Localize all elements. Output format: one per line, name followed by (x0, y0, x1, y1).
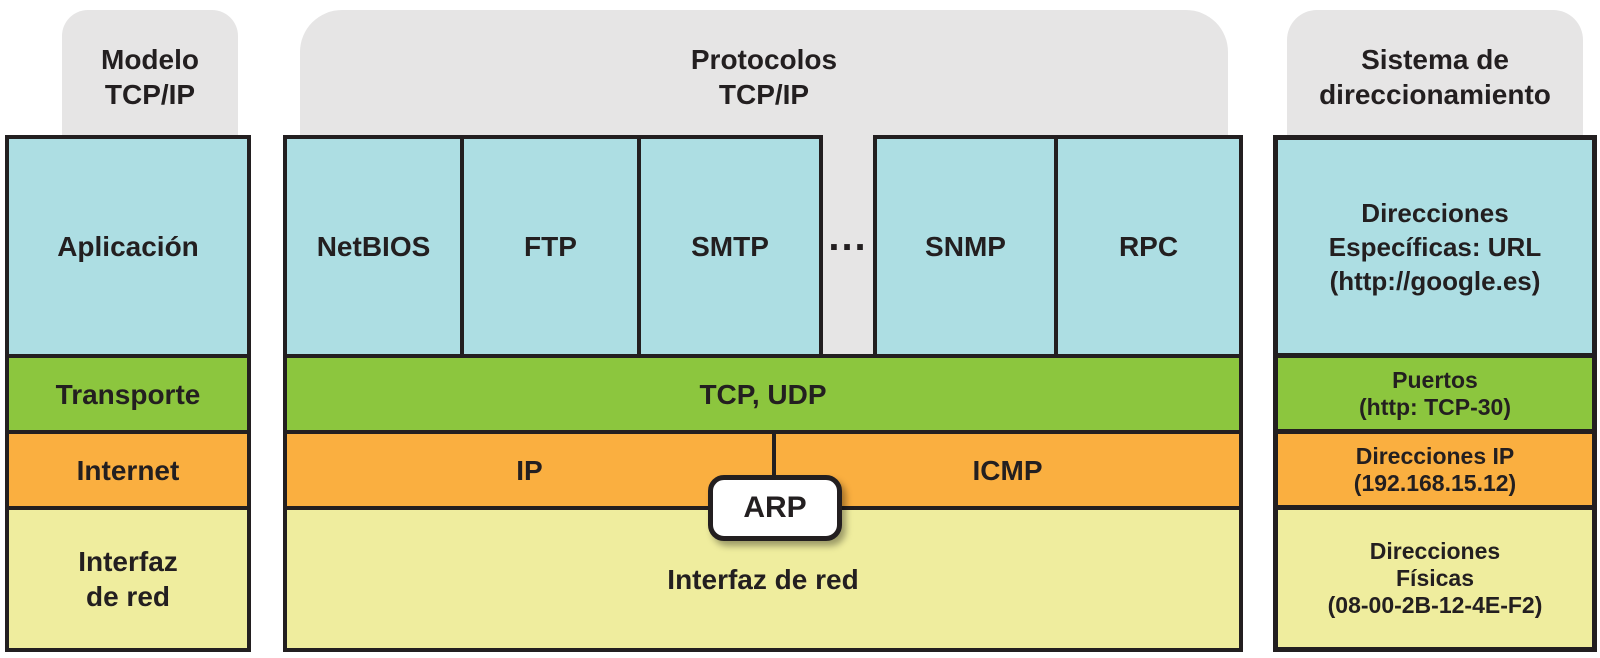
protocol-ellipsis-label: ... (828, 215, 868, 259)
protocol-ftp: FTP (460, 135, 641, 358)
addressing-physical: Direcciones Físicas (08-00-2B-12-4E-F2) (1273, 505, 1597, 652)
addressing-transport: Puertos (http: TCP-30) (1273, 353, 1597, 434)
protocol-snmp-label: SNMP (925, 231, 1006, 262)
protocols-header-label: Protocolos TCP/IP (690, 44, 838, 110)
addressing-header-label: Sistema de direccionamiento (1319, 44, 1551, 110)
protocol-icmp-label: ICMP (972, 454, 1043, 486)
model-layer-transport: Transporte (5, 354, 251, 434)
protocol-snmp: SNMP (873, 135, 1058, 358)
addressing-internet: Direcciones IP (192.168.15.12) (1273, 429, 1597, 510)
model-layer-internet: Internet (5, 430, 251, 510)
protocol-arp: ARP (708, 475, 842, 541)
model-layer-application: Aplicación (5, 135, 251, 358)
model-layer-transport-label: Transporte (55, 378, 201, 410)
model-header-label: Modelo TCP/IP (101, 44, 199, 110)
addressing-header: Sistema de direccionamiento (1287, 10, 1583, 138)
protocol-ip: IP (283, 430, 776, 510)
protocol-netbios-label: NetBIOS (316, 231, 431, 262)
addressing-application: Direcciones Específicas: URL (http://goo… (1273, 135, 1597, 358)
model-header: Modelo TCP/IP (62, 10, 238, 138)
model-layer-application-label: Aplicación (57, 231, 199, 262)
addressing-transport-label: Puertos (http: TCP-30) (1358, 366, 1512, 420)
addressing-internet-label: Direcciones IP (192.168.15.12) (1353, 442, 1517, 496)
protocol-netbios: NetBIOS (283, 135, 464, 358)
model-layer-internet-label: Internet (76, 454, 180, 486)
protocol-tcp-udp-label: TCP, UDP (699, 378, 827, 410)
protocol-ip-label: IP (516, 454, 543, 486)
addressing-physical-label: Direcciones Físicas (08-00-2B-12-4E-F2) (1327, 538, 1543, 618)
protocol-icmp: ICMP (772, 430, 1243, 510)
protocol-ftp-label: FTP (524, 231, 577, 262)
protocol-network-interface-label: Interfaz de red (667, 563, 859, 595)
addressing-application-label: Direcciones Específicas: URL (http://goo… (1328, 197, 1542, 296)
protocol-rpc-label: RPC (1118, 231, 1179, 262)
protocol-tcp-udp: TCP, UDP (283, 354, 1243, 434)
model-layer-network-interface-label: Interfaz de red (78, 546, 178, 612)
protocol-smtp-label: SMTP (691, 231, 769, 262)
protocol-ellipsis: ... (813, 135, 883, 358)
protocol-smtp: SMTP (637, 135, 823, 358)
protocol-rpc: RPC (1054, 135, 1243, 358)
model-layer-network-interface: Interfaz de red (5, 506, 251, 652)
protocol-arp-label: ARP (743, 491, 807, 524)
